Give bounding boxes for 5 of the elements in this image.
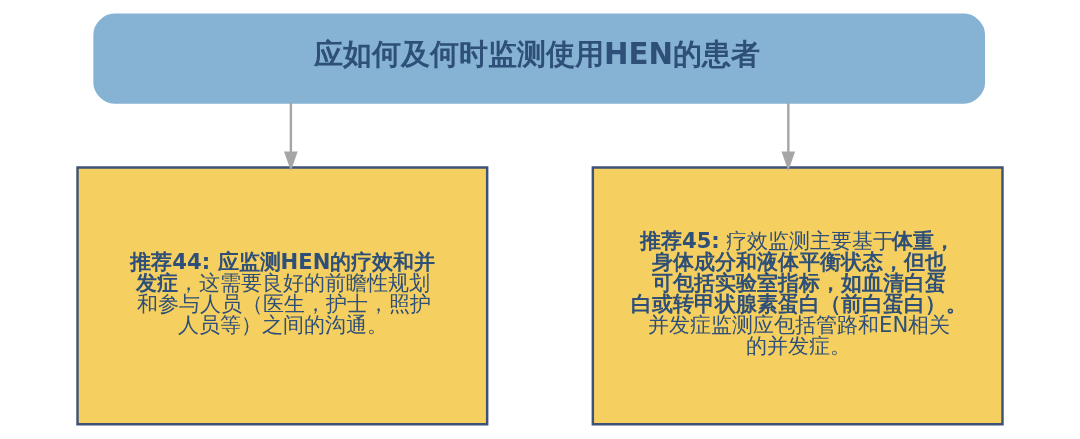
node-box: 应如何及何时监测使用HEN的患者	[93, 13, 985, 104]
node-box: 推荐45: 疗效监测主要基于体重，身体成分和液体平衡状态，但也可包括实验室指标，如血清白蛋白或转甲状腺素蛋白（前白蛋白）。并发症监测应包括管路和EN相关的并发症。	[591, 166, 1004, 426]
node-box: 推荐44: 应监测HEN的疗效和并发症，这需要良好的前瞻性规划和参与人员（医生，护士，照护人员等）之间的沟通。	[76, 166, 489, 426]
arrow	[284, 102, 298, 171]
arrow	[781, 102, 796, 171]
